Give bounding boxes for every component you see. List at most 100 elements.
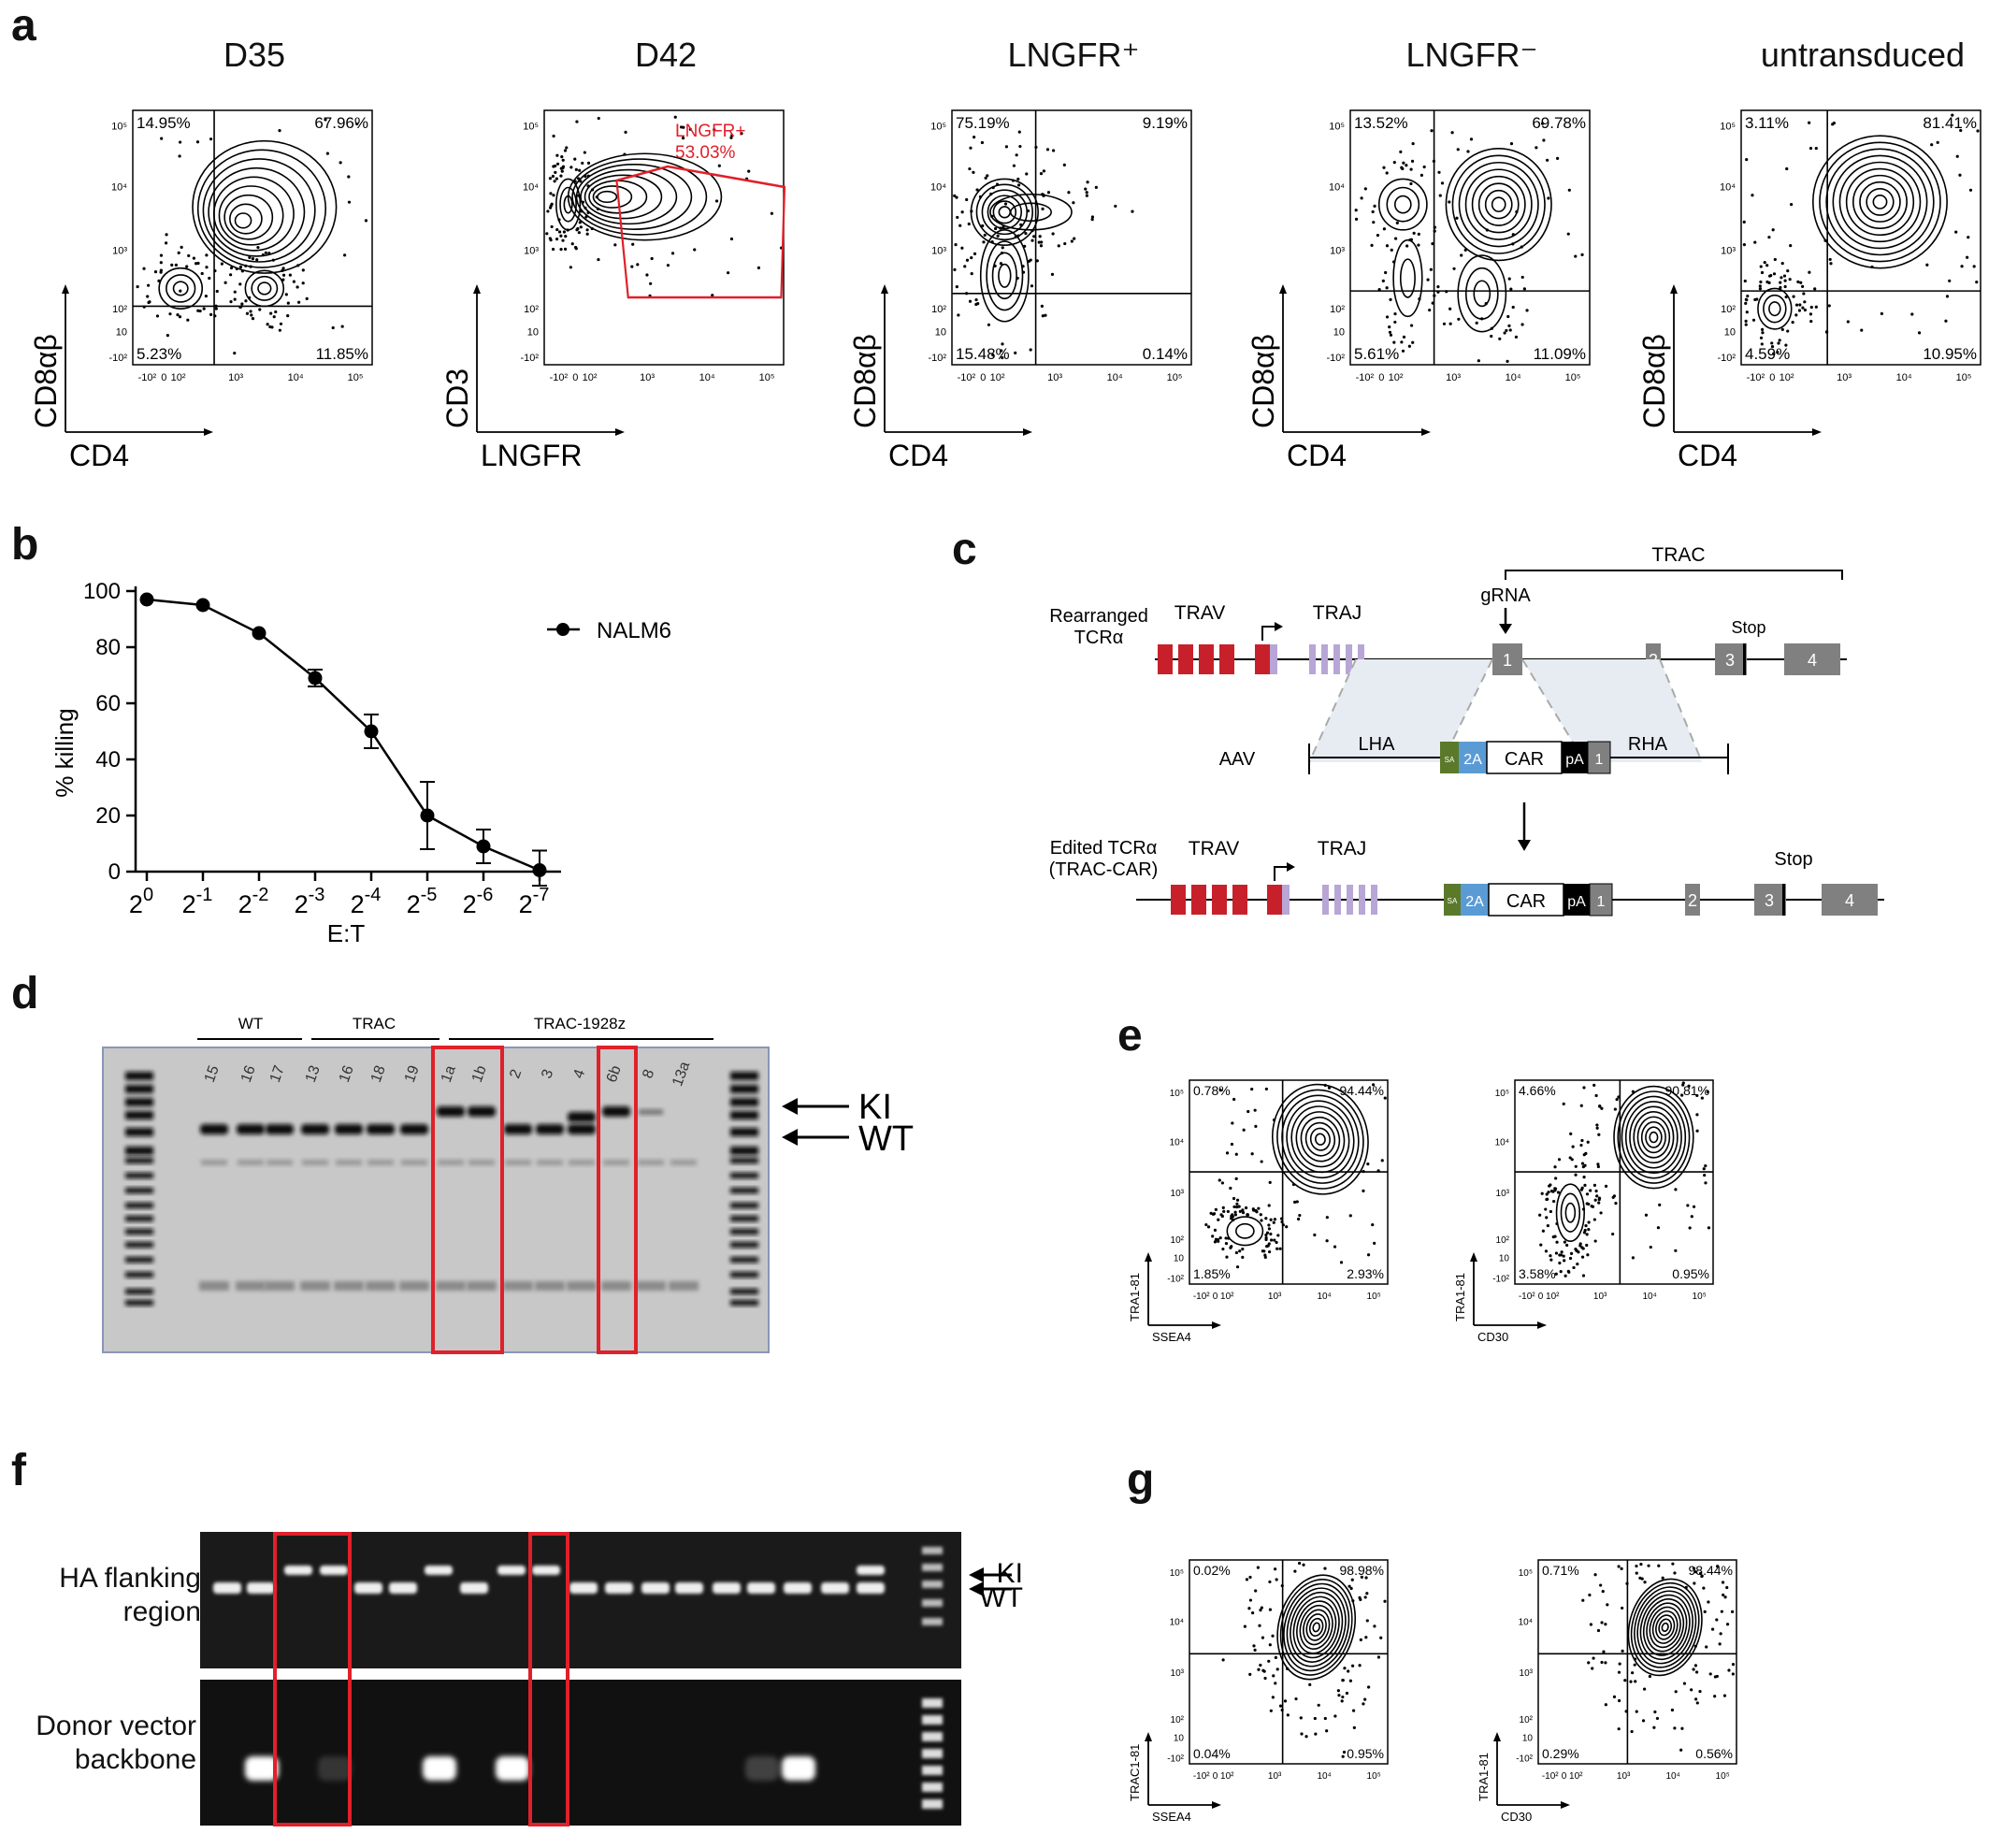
ladder-band bbox=[125, 1216, 153, 1221]
exon-3-edited: 3 bbox=[1765, 891, 1774, 910]
gel-lane-label: 18 bbox=[368, 1063, 389, 1085]
p2a-label-aav: 2A bbox=[1463, 752, 1482, 768]
secondary-band bbox=[537, 1160, 563, 1165]
x-tick: 10⁵ bbox=[1956, 372, 1972, 383]
trac-bracket bbox=[1505, 570, 1843, 580]
flow-y-axis-label: CD3 bbox=[440, 368, 474, 428]
gel-f-ki-band bbox=[425, 1566, 453, 1575]
gel-row1-line1: HA flanking bbox=[59, 1563, 201, 1594]
legend-marker bbox=[556, 623, 569, 636]
exon-1-top: 1 bbox=[1503, 651, 1512, 670]
wt-band bbox=[301, 1124, 329, 1134]
ladder-band bbox=[730, 1173, 758, 1178]
gel-f-wt-band bbox=[569, 1582, 598, 1594]
primer-band bbox=[436, 1281, 466, 1291]
y-tick: 10³ bbox=[1330, 246, 1345, 257]
ladder-band bbox=[730, 1203, 758, 1208]
gel-f-ki-band bbox=[497, 1566, 526, 1575]
panel-c-gene-diagram: TRAC gRNA Rearranged TCRα TRAV TRAJ 1 2 … bbox=[1049, 544, 1884, 917]
x-axis-arrow-icon bbox=[1561, 1801, 1570, 1809]
flow-y-axis-label: TRA1-81 bbox=[1453, 1273, 1467, 1321]
gel-f-wt-band bbox=[747, 1582, 775, 1594]
ki-band bbox=[437, 1106, 465, 1117]
faint-band bbox=[639, 1109, 663, 1115]
y-tick: 10⁴ bbox=[1170, 1617, 1184, 1627]
gel-group-trac: TRAC bbox=[353, 1015, 396, 1032]
ladder-band bbox=[125, 1128, 153, 1136]
gel-lane-label: 16 bbox=[337, 1063, 357, 1085]
x-tick: 0 bbox=[980, 372, 986, 383]
gel-f-wt-band bbox=[389, 1582, 417, 1594]
exon-4-edited: 4 bbox=[1845, 891, 1854, 910]
x-tick-label: 2-3 bbox=[295, 885, 325, 918]
data-point bbox=[476, 839, 491, 854]
y-tick: 10² bbox=[931, 304, 946, 315]
trav-label-bottom: TRAV bbox=[1189, 838, 1239, 859]
x-tick: -10² bbox=[138, 372, 157, 383]
y-tick: -10² bbox=[1516, 1754, 1533, 1764]
traj-label-bottom: TRAJ bbox=[1318, 838, 1367, 859]
secondary-band bbox=[603, 1160, 629, 1165]
data-point bbox=[252, 626, 267, 641]
gel-f-ladder-band bbox=[922, 1783, 943, 1792]
y-tick: 10² bbox=[1171, 1235, 1185, 1246]
wt-band bbox=[266, 1124, 294, 1134]
ladder-band bbox=[125, 1203, 153, 1208]
gel-f-ladder-band bbox=[922, 1715, 943, 1725]
gel-f-wt-band bbox=[605, 1582, 633, 1594]
x-tick: 10² bbox=[1220, 1771, 1234, 1782]
quadrant-top-right: 81.41% bbox=[1923, 114, 1977, 132]
gel-f-ki-arrow-icon bbox=[969, 1567, 984, 1582]
y-tick: 10⁴ bbox=[111, 182, 127, 194]
x-tick: 10⁴ bbox=[1665, 1771, 1679, 1782]
y-tick: -10² bbox=[108, 353, 127, 364]
gel-lane-label: 13 bbox=[303, 1063, 324, 1085]
y-tick: 10⁴ bbox=[1329, 182, 1345, 194]
ki-band bbox=[468, 1106, 496, 1117]
gel-group-trac-1928z: TRAC-1928z bbox=[534, 1015, 626, 1032]
y-tick: 10 bbox=[527, 327, 539, 339]
x-tick: 10⁴ bbox=[1896, 372, 1912, 383]
gel-f-ki-band bbox=[532, 1566, 560, 1575]
gel-f-backbone-band bbox=[745, 1756, 779, 1781]
gel-f-backbone-band bbox=[496, 1756, 529, 1781]
panel-letter-e: e bbox=[1117, 1011, 1143, 1061]
x-axis-arrow-icon bbox=[204, 428, 213, 436]
flow-plot-title: LNGFR⁻ bbox=[1405, 36, 1538, 74]
gel-lane-label: 15 bbox=[202, 1063, 223, 1085]
gel-wt-label: WT bbox=[858, 1119, 914, 1159]
trav-label-top: TRAV bbox=[1174, 602, 1225, 624]
x-tick: -10² bbox=[1519, 1292, 1535, 1302]
ladder-band bbox=[125, 1257, 153, 1263]
x-axis-arrow-icon bbox=[1212, 1801, 1221, 1809]
quadrant-top-right: 9.19% bbox=[1143, 114, 1188, 132]
quadrant-bottom-right: 0.95% bbox=[1347, 1746, 1384, 1761]
ladder-band bbox=[730, 1158, 758, 1163]
quadrant-bottom-right: 2.93% bbox=[1347, 1266, 1384, 1281]
gel-lane-label: 16 bbox=[238, 1063, 259, 1085]
y-axis-arrow-icon bbox=[1279, 284, 1287, 294]
trac-car-label: (TRAC-CAR) bbox=[1049, 859, 1159, 880]
x-tick: -10² bbox=[550, 372, 569, 383]
gel-f-highlight-2 bbox=[528, 1532, 569, 1826]
arrow-down-icon bbox=[1518, 840, 1531, 851]
gel-group-wt: WT bbox=[238, 1015, 263, 1032]
legend-label: NALM6 bbox=[597, 618, 671, 643]
ki-band bbox=[602, 1106, 630, 1117]
quadrant-bottom-left: 15.48% bbox=[956, 345, 1010, 363]
secondary-band bbox=[438, 1160, 464, 1165]
x-tick: 0 bbox=[161, 372, 166, 383]
data-point bbox=[195, 598, 210, 613]
x-tick: 10⁴ bbox=[288, 372, 304, 383]
secondary-band bbox=[505, 1160, 531, 1165]
wt-band bbox=[237, 1124, 265, 1134]
x-axis-arrow-icon bbox=[615, 428, 625, 436]
gel-f-wt-band bbox=[641, 1582, 670, 1594]
gel-f-wt-band bbox=[675, 1582, 703, 1594]
x-tick: 10² bbox=[990, 372, 1005, 383]
flow-x-axis-label: CD4 bbox=[1287, 439, 1347, 472]
ladder-band bbox=[125, 1242, 153, 1248]
